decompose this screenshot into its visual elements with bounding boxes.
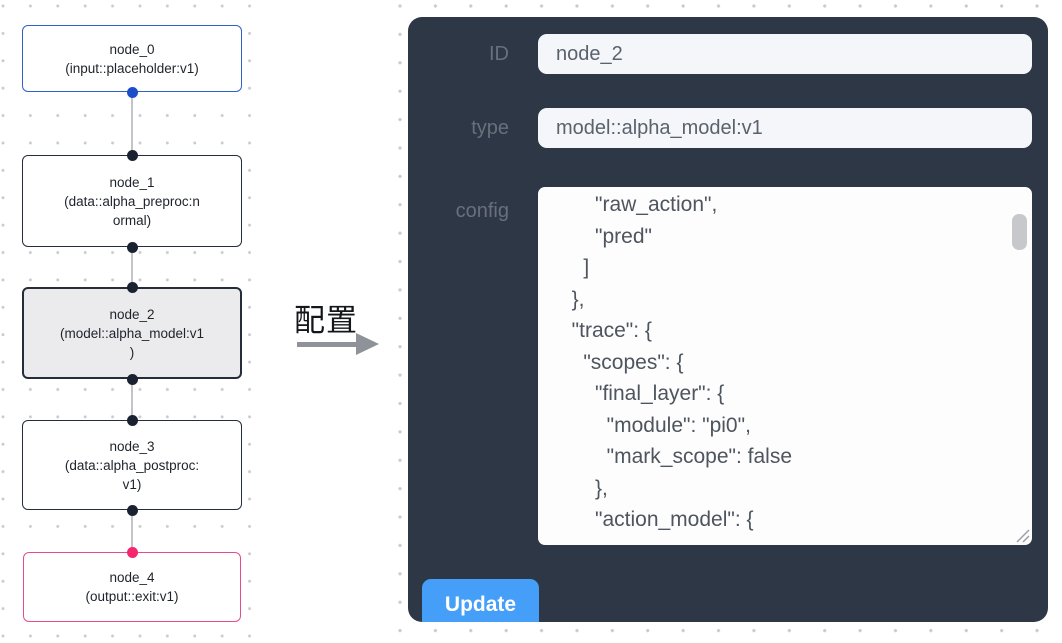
- type-input[interactable]: [538, 108, 1032, 148]
- output-port-node_2[interactable]: [126, 373, 138, 385]
- output-port-node_1[interactable]: [126, 241, 138, 253]
- input-port-node_4[interactable]: [126, 546, 138, 558]
- edge: [131, 379, 133, 420]
- output-port-node_0[interactable]: [126, 86, 138, 98]
- node-node_4[interactable]: node_4 (output::exit:v1): [23, 552, 241, 622]
- edge: [131, 510, 133, 552]
- node-subtitle: (data::alpha_preproc:n ormal): [64, 193, 200, 228]
- update-button[interactable]: Update: [422, 579, 539, 622]
- input-port-node_1[interactable]: [126, 149, 138, 161]
- node-node_2-selected[interactable]: node_2 (model::alpha_model:v1 ): [22, 287, 242, 379]
- node-node_1[interactable]: node_1 (data::alpha_preproc:n ormal): [22, 155, 242, 247]
- transition-label: 配置: [294, 303, 358, 338]
- node-title: node_0: [109, 41, 155, 57]
- node-title: node_2: [109, 306, 155, 322]
- node-node_0[interactable]: node_0 (input::placeholder:v1): [22, 25, 242, 92]
- node-title: node_4: [109, 570, 155, 585]
- node-title: node_1: [109, 174, 155, 190]
- id-field-label: ID: [489, 43, 509, 65]
- node-node_3[interactable]: node_3 (data::alpha_postproc: v1): [22, 420, 242, 510]
- resize-handle-icon[interactable]: [1014, 527, 1030, 543]
- edge: [131, 92, 133, 155]
- config-field-label: config: [455, 200, 509, 222]
- node-title: node_3: [109, 438, 155, 454]
- graph-canvas[interactable]: node_0 (input::placeholder:v1) node_1 (d…: [0, 0, 263, 643]
- type-field-label: type: [471, 117, 509, 139]
- right-arrow-icon: [356, 333, 379, 355]
- node-subtitle: (model::alpha_model:v1 ): [59, 325, 205, 360]
- input-port-node_3[interactable]: [126, 414, 138, 426]
- config-textarea[interactable]: "raw_action", "pred" ] }, "trace": { "sc…: [538, 187, 1032, 545]
- right-arrow-icon: [297, 342, 358, 347]
- scrollbar-thumb[interactable]: [1012, 214, 1027, 250]
- id-input[interactable]: [538, 34, 1032, 74]
- config-panel: ID type config "raw_action", "pred" ] },…: [408, 17, 1048, 622]
- edge: [131, 247, 133, 287]
- node-subtitle: (input::placeholder:v1): [65, 60, 199, 76]
- node-subtitle: (data::alpha_postproc: v1): [64, 457, 200, 492]
- input-port-node_2[interactable]: [126, 281, 138, 293]
- output-port-node_3[interactable]: [126, 504, 138, 516]
- node-subtitle: (output::exit:v1): [85, 589, 179, 604]
